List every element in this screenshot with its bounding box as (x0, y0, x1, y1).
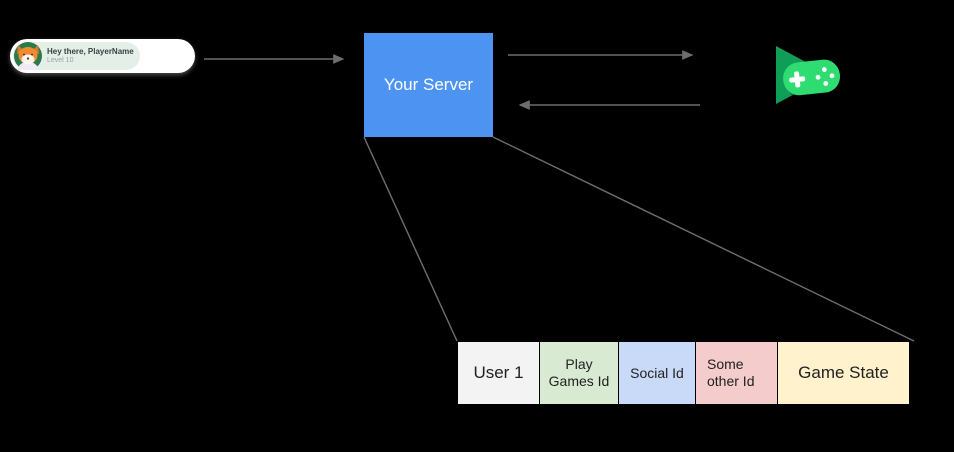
table-cell-play-games-id: Play Games Id (539, 341, 619, 405)
server-label: Your Server (383, 75, 474, 94)
fox-avatar-icon (14, 42, 42, 70)
level-text: Level 10 (47, 56, 74, 64)
line-server-to-table-right (492, 136, 915, 342)
play-games-icon (776, 46, 841, 104)
player-greeting-card: Hey there, PlayerName Level 10 (10, 39, 195, 73)
gamepad (783, 59, 841, 96)
player-card-text: Hey there, PlayerName Level 10 (47, 47, 134, 64)
user-id-table: User 1 Play Games Id Social Id Some othe… (457, 341, 910, 405)
greeting-text: Hey there, PlayerName (47, 47, 134, 57)
table-cell-user: User 1 (457, 341, 540, 405)
table-cell-game-state: Game State (777, 341, 910, 405)
line-server-to-table-left (363, 136, 458, 342)
table-cell-some-other-id: Some other Id (695, 341, 778, 405)
player-greeting-inner: Hey there, PlayerName Level 10 (13, 42, 140, 70)
server-box: Your Server (364, 33, 493, 137)
table-cell-social-id: Social Id (618, 341, 696, 405)
